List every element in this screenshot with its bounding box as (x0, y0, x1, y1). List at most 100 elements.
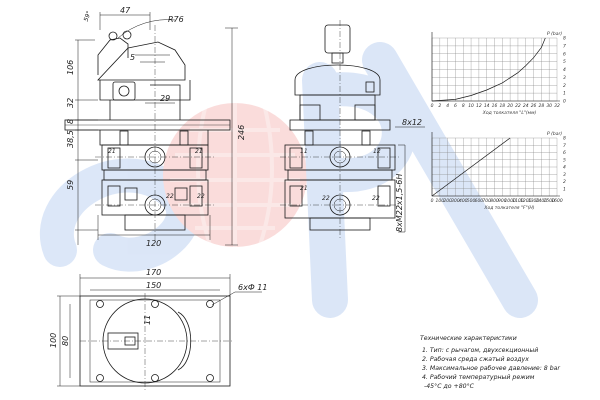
dim-120: 120 (146, 239, 161, 248)
x-tick-label: 1300 (528, 198, 540, 204)
x-tick-label: 900 (498, 198, 507, 204)
x-tick-label: 24 (523, 103, 529, 109)
x-tick-label: 800 (490, 198, 499, 204)
x-tick-label: 18 (499, 103, 505, 109)
x-axis-label: Ход толкателя "F"(Н) (483, 205, 534, 211)
x-tick-label: 0 (431, 103, 434, 109)
dim-47: 47 (120, 6, 131, 15)
y-axis-label: P (bar) (547, 131, 562, 137)
x-tick-label: 26 (531, 103, 537, 109)
y-tick-label: 4 (563, 165, 566, 171)
dim-r76: R76 (168, 15, 184, 24)
chart-grid (431, 37, 558, 102)
series-line (431, 137, 511, 197)
spec-line-4: 4. Рабочий температурный режим (422, 373, 535, 381)
side-lever-knob (324, 24, 351, 54)
plan-view: 170 150 100 80 11 6хФ 11 (49, 268, 267, 392)
dim-246: 246 (237, 125, 246, 140)
y-tick-label: 6 (563, 150, 566, 156)
x-tick-label: 600 (475, 198, 484, 204)
y-tick-label: 7 (563, 143, 566, 149)
dim-170: 170 (146, 268, 161, 277)
x-tick-label: 1200 (520, 198, 532, 204)
port-22-right: 22 (197, 193, 205, 200)
x-tick-label: 300 (451, 198, 460, 204)
dim-38-5: 38,5 (66, 130, 75, 148)
mounting-holes (96, 300, 214, 382)
side-view: 11 12 21 22 22 8x12 8хМ22х1,5-6Н (280, 20, 425, 240)
y-tick-label: 5 (563, 157, 566, 163)
x-tick-label: 12 (476, 103, 482, 109)
front-view: R76 47 59° 5 29 21 21 (64, 6, 246, 248)
dim-11: 11 (143, 315, 152, 325)
x-tick-label: 1400 (536, 198, 548, 204)
dim-5: 5 (130, 53, 135, 62)
side-port-21: 21 (300, 185, 308, 192)
chart-axes (431, 32, 560, 102)
x-tick-label: 1000 (504, 198, 516, 204)
chart-grid (431, 137, 558, 197)
dim-6-holes: 6хФ 11 (238, 283, 267, 292)
spec-line-5: -45°С до +80°С (424, 382, 475, 390)
x-tick-label: 700 (482, 198, 491, 204)
spec-line-3: 3. Максимальное рабочее давление: 8 bar (422, 364, 560, 372)
x-tick-label: 200 (443, 198, 452, 204)
dim-29: 29 (160, 94, 170, 103)
y-tick-label: 7 (563, 43, 566, 49)
x-tick-label: 8 (462, 103, 465, 109)
y-tick-label: 0 (563, 99, 566, 105)
x-tick-label: 20 (507, 103, 513, 109)
port-22-left: 22 (166, 193, 174, 200)
lever-hole (122, 30, 132, 40)
side-port-12: 12 (373, 148, 381, 155)
chart-axes (431, 132, 560, 197)
x-tick-label: 30 (546, 103, 552, 109)
dim-8: 8 (66, 119, 75, 124)
x-tick-label: 4 (446, 103, 449, 109)
x-tick-label: 1100 (512, 198, 524, 204)
y-tick-label: 8 (563, 36, 566, 42)
lever-arm (97, 37, 129, 75)
x-tick-label: 500 (467, 198, 476, 204)
dim-100: 100 (49, 333, 58, 348)
y-tick-label: 3 (563, 75, 566, 81)
y-tick-label: 4 (563, 67, 566, 73)
x-tick-label: 1500 (543, 198, 555, 204)
spec-line-1: 1. Тип: с рычагом, двухсекционный (422, 347, 538, 354)
x-tick-label: 400 (459, 198, 468, 204)
x-tick-label: 10 (468, 103, 474, 109)
dim-106: 106 (66, 60, 75, 75)
x-tick-label: 100 (436, 198, 445, 204)
side-port-22: 22 (322, 195, 330, 202)
dim-59: 59 (66, 180, 75, 190)
y-tick-label: 5 (563, 59, 566, 65)
specifications-block: Технические характеристики 1. Тип: с рыч… (420, 335, 560, 390)
dim-32: 32 (66, 98, 75, 108)
lever-pivot (108, 31, 118, 41)
y-tick-label: 2 (563, 83, 566, 89)
y-tick-label: 6 (563, 51, 566, 57)
x-tick-label: 28 (539, 103, 545, 109)
x-axis-label: Ход толкателя "L"(мм) (482, 110, 537, 116)
side-port-11: 11 (300, 148, 308, 155)
y-axis-label: P (bar) (547, 31, 562, 37)
x-tick-label: 6 (454, 103, 457, 109)
x-tick-label: 32 (554, 103, 560, 109)
x-tick-label: 22 (515, 103, 521, 109)
dim-8x12: 8x12 (402, 118, 422, 127)
side-port-22b: 22 (372, 195, 380, 202)
dim-80: 80 (61, 336, 70, 346)
upper-housing (99, 80, 191, 101)
port-21-right: 21 (195, 148, 203, 155)
x-tick-label: 2 (438, 103, 441, 109)
y-tick-label: 3 (563, 172, 566, 178)
dim-thread-m22: 8хМ22х1,5-6Н (395, 174, 404, 232)
x-tick-label: 16 (492, 103, 498, 109)
spec-line-2: 2. Рабочая среда сжатый воздух (422, 355, 529, 363)
lever-housing (97, 41, 186, 81)
side-dome (294, 64, 381, 96)
specs-title: Технические характеристики (420, 335, 517, 342)
